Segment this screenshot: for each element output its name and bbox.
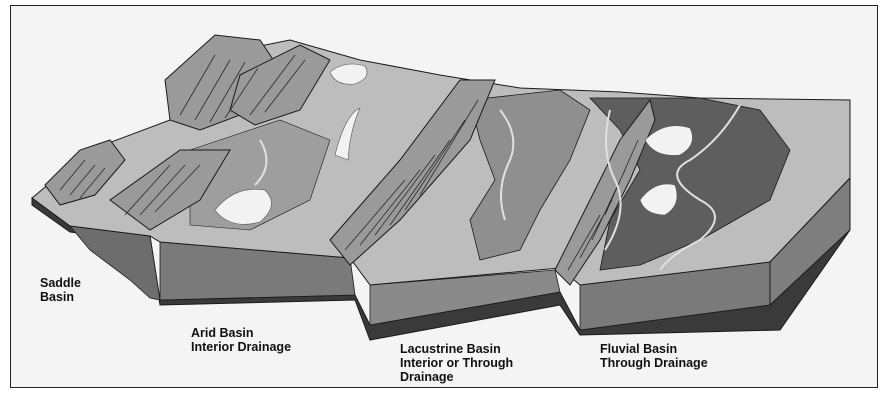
label-arid-line2: Interior Drainage xyxy=(191,340,291,354)
label-fluvial-basin: Fluvial Basin Through Drainage xyxy=(600,342,708,370)
label-lacustrine-line2: Interior or Through xyxy=(400,356,513,370)
label-fluvial-line2: Through Drainage xyxy=(600,356,708,370)
label-arid-line1: Arid Basin xyxy=(191,326,291,340)
label-lacustrine-line1: Lacustrine Basin xyxy=(400,342,513,356)
label-saddle-basin: Saddle Basin xyxy=(40,276,81,304)
label-saddle-line2: Basin xyxy=(40,290,81,304)
label-saddle-line1: Saddle xyxy=(40,276,81,290)
label-fluvial-line1: Fluvial Basin xyxy=(600,342,708,356)
label-lacustrine-line3: Drainage xyxy=(400,370,513,384)
saddle-basin-section xyxy=(70,226,160,300)
label-arid-basin: Arid Basin Interior Drainage xyxy=(191,326,291,354)
label-lacustrine-basin: Lacustrine Basin Interior or Through Dra… xyxy=(400,342,513,384)
